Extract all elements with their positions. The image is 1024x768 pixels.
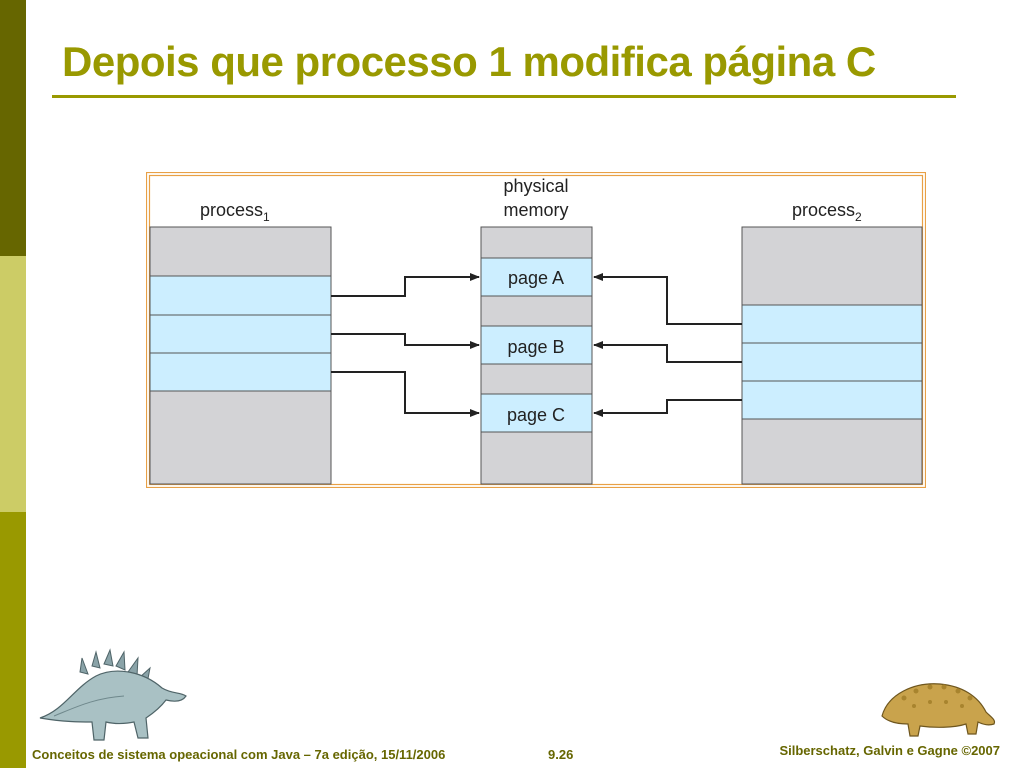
memory-block <box>480 295 593 327</box>
process1-block <box>149 226 332 277</box>
diagram-frame-outer <box>146 172 926 488</box>
arrow-p1-to-page-b <box>331 333 480 349</box>
process1-block <box>149 275 332 316</box>
process1-block <box>149 390 332 485</box>
footer-course-text: Conceitos de sistema opeacional com Java… <box>32 747 446 762</box>
ankylosaurus-icon <box>881 683 996 737</box>
side-strip-light <box>0 256 26 512</box>
process1-block <box>149 314 332 354</box>
memory-block <box>480 226 593 259</box>
side-strip-dark <box>0 0 26 256</box>
page-c-label: page C <box>507 405 565 425</box>
process1-column <box>149 226 332 485</box>
copy-on-write-diagram: process1 physical memory process2 page A… <box>146 172 926 488</box>
memory-block <box>480 363 593 395</box>
memory-page-b <box>480 325 593 365</box>
memory-page-c <box>480 393 593 433</box>
memory-label-line2: memory <box>503 200 568 220</box>
memory-label-line1: physical <box>503 176 568 196</box>
process2-block <box>741 226 923 306</box>
footer-page-number: 9.26 <box>548 747 574 762</box>
arrow-p2-to-page-c <box>593 399 742 417</box>
slide-title: Depois que processo 1 modifica página C <box>62 38 876 85</box>
process2-block <box>741 380 923 420</box>
arrow-p2-to-page-b <box>593 341 742 363</box>
process1-block <box>149 352 332 392</box>
process2-column <box>741 226 923 485</box>
memory-column <box>480 226 593 485</box>
arrow-p2-to-page-a <box>593 273 742 325</box>
process2-label: process2 <box>792 200 862 224</box>
process2-block <box>741 304 923 344</box>
process1-label: process1 <box>200 200 270 224</box>
page-b-label: page B <box>507 337 564 357</box>
footer-copyright: Silberschatz, Galvin e Gagne ©2007 <box>779 743 1000 758</box>
page-a-label: page A <box>508 268 564 288</box>
side-strip-olive <box>0 512 26 768</box>
arrow-p1-to-page-c <box>331 371 480 417</box>
process2-block <box>741 418 923 485</box>
memory-block <box>480 431 593 485</box>
arrow-p1-to-page-a <box>331 273 480 297</box>
stegosaurus-icon <box>39 648 187 741</box>
title-rule <box>52 95 956 98</box>
process2-block <box>741 342 923 382</box>
